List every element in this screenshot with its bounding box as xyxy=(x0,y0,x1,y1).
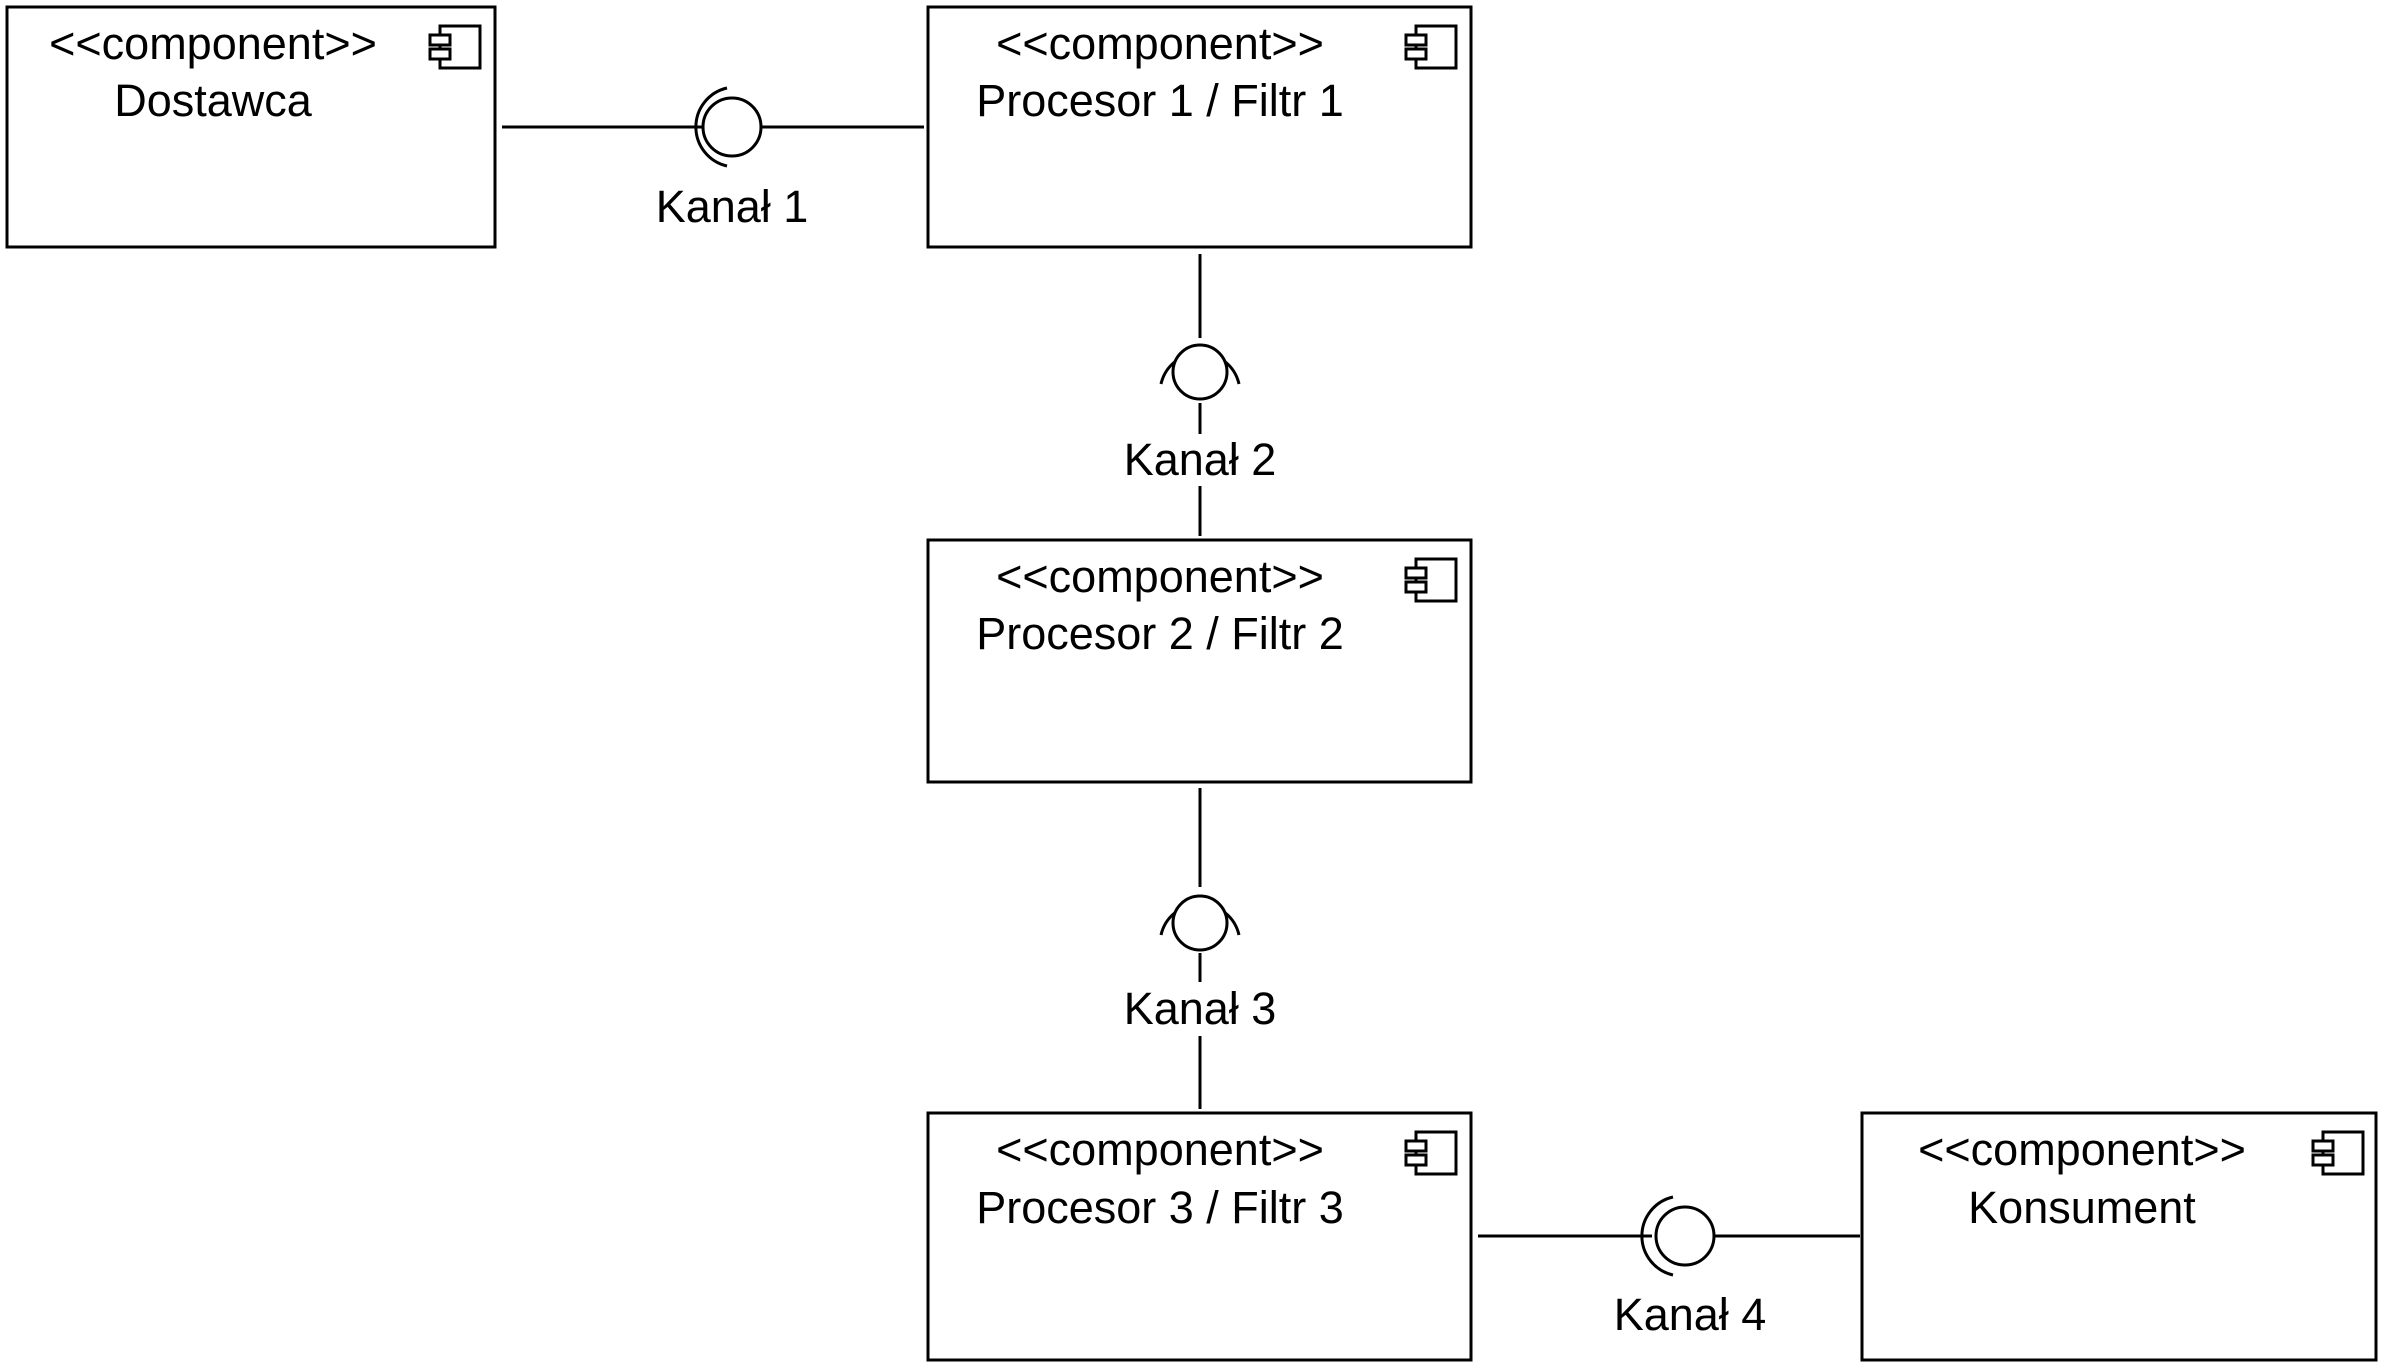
required-interface-socket-icon xyxy=(694,86,728,168)
provided-interface-ball-icon xyxy=(701,96,763,158)
component-icon xyxy=(1404,557,1458,603)
required-interface-socket-icon xyxy=(1640,1195,1674,1277)
component-box xyxy=(926,1111,1473,1362)
component-icon xyxy=(2311,1130,2365,1176)
component-name: Procesor 2 / Filtr 2 xyxy=(976,608,1344,659)
component-icon xyxy=(1404,24,1458,70)
component-name: Konsument xyxy=(1968,1182,2196,1233)
provided-interface-ball-icon xyxy=(1171,894,1229,952)
provided-interface-ball-icon xyxy=(1171,343,1229,401)
channel-kanal-4[interactable]: Kanał 4 xyxy=(1478,1195,1860,1340)
channel-kanal-2[interactable]: Kanał 2 xyxy=(1124,254,1277,536)
component-box xyxy=(926,538,1473,784)
component-name: Procesor 3 / Filtr 3 xyxy=(976,1182,1344,1233)
component-procesor-3[interactable]: <<component>> Procesor 3 / Filtr 3 xyxy=(926,1111,1473,1362)
component-box xyxy=(926,5,1473,249)
component-stereotype: <<component>> xyxy=(996,18,1324,69)
component-icon xyxy=(428,24,482,70)
channel-label: Kanał 1 xyxy=(656,181,809,232)
component-stereotype: <<component>> xyxy=(996,551,1324,602)
component-stereotype: <<component>> xyxy=(996,1124,1324,1175)
component-stereotype: <<component>> xyxy=(1918,1124,2246,1175)
component-procesor-1[interactable]: <<component>> Procesor 1 / Filtr 1 xyxy=(926,5,1473,249)
component-icon xyxy=(1404,1130,1458,1176)
component-procesor-2[interactable]: <<component>> Procesor 2 / Filtr 2 xyxy=(926,538,1473,784)
channel-label: Kanał 2 xyxy=(1124,434,1277,485)
channel-label: Kanał 3 xyxy=(1124,983,1277,1034)
channel-kanal-3[interactable]: Kanał 3 xyxy=(1124,788,1277,1109)
component-name: Dostawca xyxy=(114,75,313,126)
component-box xyxy=(5,5,497,249)
channel-kanal-1[interactable]: Kanał 1 xyxy=(502,86,924,232)
channel-label: Kanał 4 xyxy=(1614,1289,1767,1340)
component-konsument[interactable]: <<component>> Konsument xyxy=(1860,1111,2378,1362)
provided-interface-ball-icon xyxy=(1654,1205,1716,1267)
component-dostawca[interactable]: <<component>> Dostawca xyxy=(5,5,497,249)
component-name: Procesor 1 / Filtr 1 xyxy=(976,75,1344,126)
component-stereotype: <<component>> xyxy=(49,18,377,69)
component-box xyxy=(1860,1111,2378,1362)
